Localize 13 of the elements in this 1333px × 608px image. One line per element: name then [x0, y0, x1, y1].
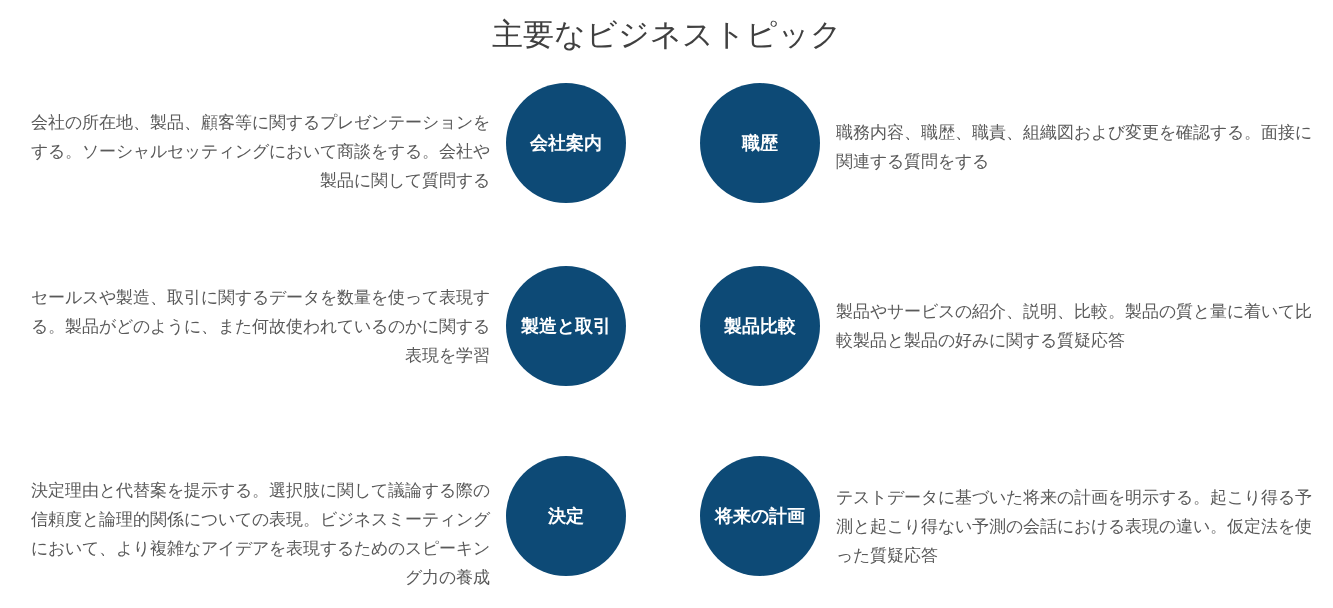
topic-label: 将来の計画: [715, 505, 805, 527]
topic-label: 製造と取引: [521, 315, 611, 337]
topic-label: 決定: [548, 505, 584, 527]
topic-description: 職務内容、職歴、職責、組織図および変更を確認する。面接に関連する質問をする: [836, 121, 1312, 173]
page-title: 主要なビジネストピック: [491, 16, 842, 54]
topic-description: 製品やサービスの紹介、説明、比較。製品の質と量に着いて比較製品と製品の好みに関する質疑応答: [836, 300, 1312, 352]
topic-label: 製品比較: [724, 315, 796, 337]
topic-label: 会社案内: [530, 132, 602, 154]
topic-description: 会社の所在地、製品、顧客等に関するプレゼンテーションをする。ソーシャルセッティングにおいて商談をする。会社や製品に関して質問する: [30, 110, 490, 192]
topic-description: セールスや製造、取引に関するデータを数量を使って表現する。製品がどのように、また何故使われているのかに関する表現を学習: [30, 285, 490, 367]
topic-description: 決定理由と代替案を提示する。選択肢に関して議論する際の信頼度と論理的関係についての表現。ビジネスミーティングにおいて、より複雑なアイデアを表現するためのスピーキング力の養成: [30, 479, 490, 589]
topic-description: テストデータに基づいた将来の計画を明示する。起こり得る予測と起こり得ない予測の会話における表現の違い。仮定法を使った質疑応答: [836, 485, 1312, 567]
topic-label: 職歴: [742, 132, 778, 154]
